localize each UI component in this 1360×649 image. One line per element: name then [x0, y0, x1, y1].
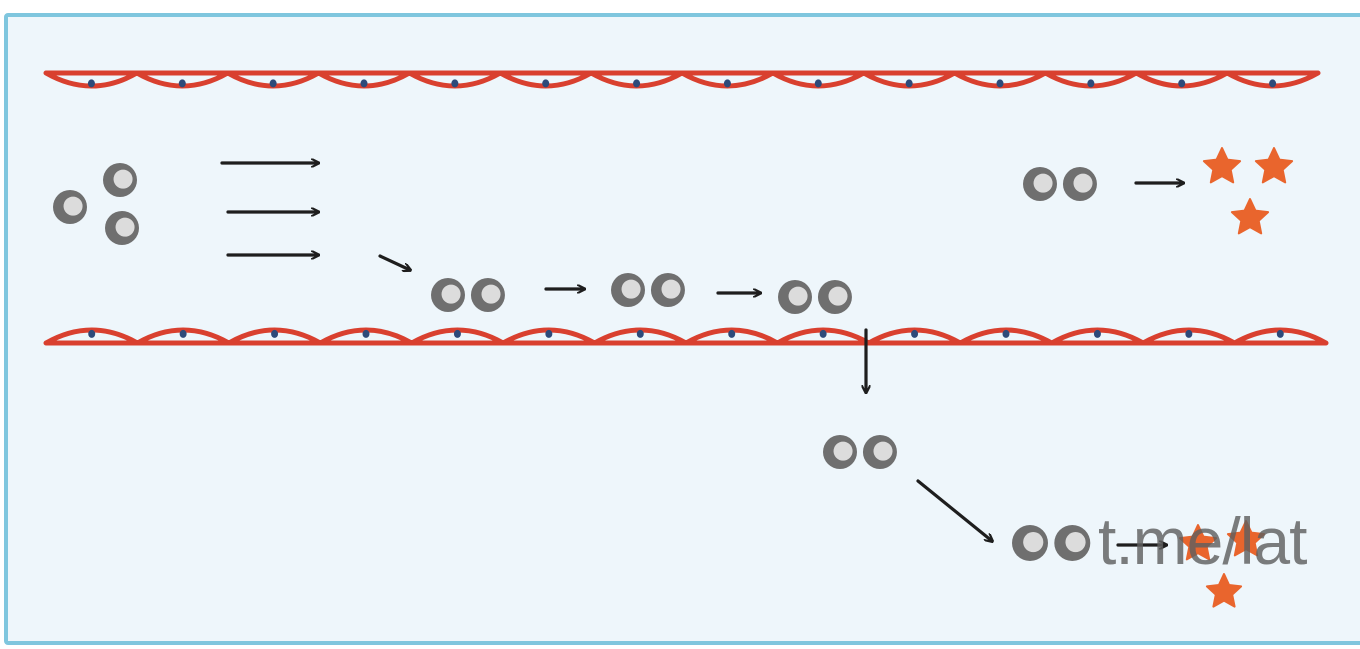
star-icon — [1205, 573, 1243, 608]
endothelial-nucleus — [271, 329, 279, 338]
vessel-wall-bottom — [43, 327, 1329, 346]
leukocyte-icon — [1012, 525, 1048, 561]
endothelial-nucleus — [362, 329, 370, 338]
leukocyte-icon — [1023, 167, 1057, 201]
vessel-wall-top — [43, 70, 1321, 89]
diagram-frame — [4, 13, 1360, 645]
endothelial-nucleus — [636, 329, 644, 338]
endothelial-nucleus — [814, 79, 822, 88]
star-icon — [1178, 524, 1218, 561]
endothelial-nucleus — [360, 79, 368, 88]
leukocyte-icon — [53, 190, 87, 224]
endothelial-nucleus — [728, 329, 736, 338]
leukocyte-icon — [823, 435, 857, 469]
arrow-icon — [916, 479, 992, 541]
endothelial-nucleus — [1185, 329, 1193, 338]
endothelial-nucleus — [905, 79, 913, 88]
endothelial-nucleus — [88, 329, 96, 338]
endothelial-nucleus — [996, 79, 1004, 88]
star-icon — [1202, 147, 1242, 184]
leukocyte-icon — [1054, 525, 1091, 561]
arrow-icon — [378, 254, 410, 270]
endothelial-nucleus — [911, 329, 919, 338]
leukocyte-icon — [778, 280, 812, 314]
endothelial-nucleus — [179, 329, 187, 338]
endothelial-nucleus — [542, 79, 550, 88]
leukocyte-icon — [817, 280, 852, 314]
leukocyte-icon — [105, 211, 139, 245]
endothelial-nucleus — [269, 79, 277, 88]
leukocyte-icon — [650, 273, 685, 307]
endothelial-nucleus — [453, 329, 461, 338]
endothelial-nucleus — [1002, 329, 1010, 338]
leukocyte-icon — [431, 278, 465, 312]
endothelial-nucleus — [819, 329, 827, 338]
leukocyte-icon — [470, 278, 505, 312]
leukocyte-icon — [1062, 167, 1097, 201]
endothelial-nucleus — [178, 79, 186, 88]
endothelial-nucleus — [1087, 79, 1095, 88]
star-icon — [1226, 520, 1266, 557]
endothelial-nucleus — [633, 79, 641, 88]
endothelial-nucleus — [723, 79, 731, 88]
leukocyte-icon — [611, 273, 645, 307]
leukocyte-icon — [862, 435, 897, 469]
star-icon — [1254, 147, 1294, 184]
endothelial-nucleus — [1093, 329, 1101, 338]
endothelial-nucleus — [87, 79, 95, 88]
endothelial-nucleus — [1269, 79, 1277, 88]
endothelial-nucleus — [451, 79, 459, 88]
endothelial-nucleus — [1276, 329, 1284, 338]
leukocyte-icon — [103, 163, 137, 197]
endothelial-nucleus — [1178, 79, 1186, 88]
star-icon — [1230, 198, 1270, 235]
endothelial-nucleus — [545, 329, 553, 338]
